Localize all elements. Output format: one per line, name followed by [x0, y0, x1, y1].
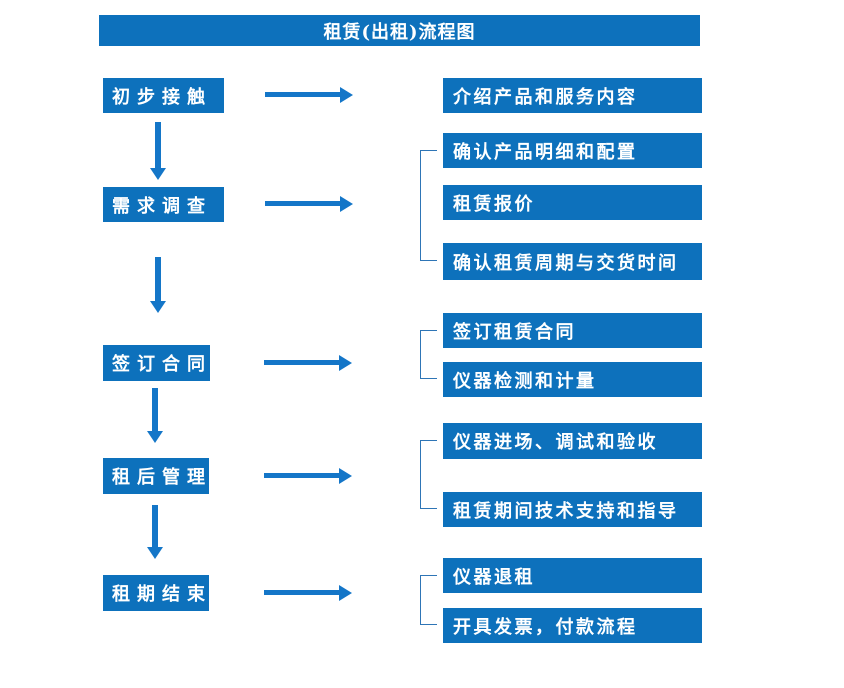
step-box-post-rental: 租后管理	[103, 458, 209, 494]
arrow-right-icon	[264, 590, 339, 595]
detail-box-sign-rental-contract: 签订租赁合同	[443, 313, 702, 348]
detail-box-confirm-period: 确认租赁周期与交货时间	[443, 243, 702, 280]
detail-box-rental-quote: 租赁报价	[443, 185, 702, 220]
detail-box-confirm-config: 确认产品明细和配置	[443, 133, 702, 168]
step-box-rental-end: 租期结束	[103, 575, 209, 611]
detail-box-invoice-payment: 开具发票，付款流程	[443, 608, 702, 643]
bracket-group-rental-end	[420, 575, 437, 625]
flowchart-title: 租赁(出租)流程图	[99, 15, 700, 46]
arrow-down-icon	[155, 257, 161, 301]
step-box-sign-contract: 签订合同	[103, 345, 210, 381]
bracket-group-post-rental	[420, 440, 437, 509]
detail-box-tech-support: 租赁期间技术支持和指导	[443, 492, 702, 527]
arrow-down-icon	[152, 505, 158, 547]
detail-box-introduce-products: 介绍产品和服务内容	[443, 78, 702, 113]
arrow-right-icon	[264, 360, 339, 365]
detail-box-instrument-return: 仪器退租	[443, 558, 702, 593]
detail-box-instrument-arrival: 仪器进场、调试和验收	[443, 423, 702, 459]
arrow-right-icon	[264, 473, 339, 478]
detail-box-instrument-testing: 仪器检测和计量	[443, 362, 702, 397]
arrow-right-icon	[265, 201, 340, 206]
bracket-group-sign-contract	[420, 330, 437, 379]
bracket-group-demand-survey	[420, 150, 437, 261]
arrow-down-icon	[152, 388, 158, 431]
arrow-down-icon	[155, 122, 161, 168]
arrow-right-icon	[265, 92, 340, 97]
step-box-initial-contact: 初步接触	[103, 78, 224, 113]
step-box-demand-survey: 需求调查	[103, 187, 224, 222]
